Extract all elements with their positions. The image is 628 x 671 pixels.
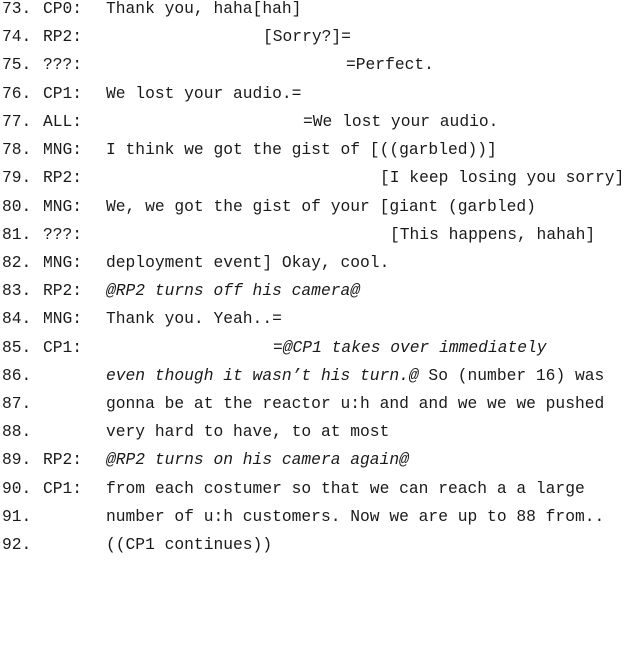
transcript-line: 73. CP0: Thank you, haha[hah] — [0, 0, 628, 23]
transcript-line: 88. very hard to have, to at most — [0, 418, 628, 446]
line-number: 85. — [2, 338, 32, 357]
speaker-label: ???: — [43, 55, 83, 74]
speaker-label: MNG: — [43, 309, 83, 328]
line-number: 80. — [2, 197, 32, 216]
transcript-line: 79. RP2: [I keep losing you sorry] — [0, 164, 628, 192]
utterance-text: So (number 16) was — [418, 366, 605, 385]
speaker-label: MNG: — [43, 140, 83, 159]
transcript-line: 81. ???: [This happens, hahah] — [0, 221, 628, 249]
transcript-line: 76. CP1: We lost your audio.= — [0, 80, 628, 108]
utterance: Thank you, haha[hah] — [106, 0, 301, 23]
utterance-text: number of u:h customers. Now we are up t… — [106, 507, 605, 526]
utterance-text: ((CP1 continues)) — [106, 535, 273, 554]
speaker-label: RP2: — [43, 27, 83, 46]
utterance: ((CP1 continues)) — [106, 531, 272, 559]
utterance: [I keep losing you sorry] — [380, 164, 624, 192]
utterance: =Perfect. — [346, 51, 434, 79]
speaker-label: ???: — [43, 225, 83, 244]
line-number: 86. — [2, 366, 32, 385]
utterance: We lost your audio.= — [106, 80, 301, 108]
utterance-text: =We lost your audio. — [303, 112, 499, 131]
transcript-line: 85. CP1: =@CP1 takes over immediately — [0, 334, 628, 362]
action-annotation: @RP2 turns off his camera@ — [106, 281, 361, 300]
speaker-label: ALL: — [43, 112, 83, 131]
utterance-text: [Sorry?]= — [263, 27, 351, 46]
utterance-text: from each costumer so that we can reach … — [106, 479, 585, 498]
transcript-line: 78. MNG: I think we got the gist of [((g… — [0, 136, 628, 164]
transcript-line: 92. ((CP1 continues)) — [0, 531, 628, 559]
line-number: 74. — [2, 27, 32, 46]
speaker-label: RP2: — [43, 168, 83, 187]
transcript-line: 80. MNG: We, we got the gist of your [gi… — [0, 193, 628, 221]
line-number: 89. — [2, 450, 32, 469]
utterance: from each costumer so that we can reach … — [106, 475, 585, 503]
transcript-line: 77. ALL: =We lost your audio. — [0, 108, 628, 136]
utterance: @RP2 turns off his camera@ — [106, 277, 360, 305]
line-number: 73. — [2, 0, 32, 18]
speaker-label: CP1: — [43, 84, 83, 103]
line-number: 77. — [2, 112, 32, 131]
utterance-text: Thank you, haha[hah] — [106, 0, 302, 18]
speaker-label: RP2: — [43, 281, 83, 300]
utterance: very hard to have, to at most — [106, 418, 389, 446]
line-number: 82. — [2, 253, 32, 272]
utterance-text: We, we got the gist of your [giant (garb… — [106, 197, 536, 216]
transcript-line: 74. RP2: [Sorry?]= — [0, 23, 628, 51]
speaker-label: CP0: — [43, 0, 83, 18]
action-annotation: even though it wasn’t his turn.@ — [106, 366, 419, 385]
utterance-text: [I keep losing you sorry] — [380, 168, 625, 187]
speaker-label: CP1: — [43, 338, 83, 357]
line-number: 79. — [2, 168, 32, 187]
utterance: Thank you. Yeah..= — [106, 305, 282, 333]
line-number: 92. — [2, 535, 32, 554]
line-number: 83. — [2, 281, 32, 300]
utterance: [Sorry?]= — [263, 23, 351, 51]
line-number: 84. — [2, 309, 32, 328]
speaker-label: RP2: — [43, 450, 83, 469]
line-number: 91. — [2, 507, 32, 526]
line-number: 90. — [2, 479, 32, 498]
utterance: gonna be at the reactor u:h and and we w… — [106, 390, 604, 418]
transcript-line: 86. even though it wasn’t his turn.@ So … — [0, 362, 628, 390]
utterance-text: =Perfect. — [346, 55, 434, 74]
utterance: I think we got the gist of [((garbled))] — [106, 136, 497, 164]
line-number: 78. — [2, 140, 32, 159]
transcript-line: 89. RP2: @RP2 turns on his camera again@ — [0, 446, 628, 474]
speaker-label: CP1: — [43, 479, 83, 498]
utterance-text: Thank you. Yeah..= — [106, 309, 282, 328]
speaker-label: MNG: — [43, 197, 83, 216]
line-number: 88. — [2, 422, 32, 441]
line-number: 81. — [2, 225, 32, 244]
utterance: @RP2 turns on his camera again@ — [106, 446, 409, 474]
utterance: =We lost your audio. — [303, 108, 498, 136]
utterance-text: We lost your audio.= — [106, 84, 302, 103]
line-number: 87. — [2, 394, 32, 413]
utterance: [This happens, hahah] — [390, 221, 595, 249]
action-annotation: @RP2 turns on his camera again@ — [106, 450, 409, 469]
transcript-line: 87. gonna be at the reactor u:h and and … — [0, 390, 628, 418]
speaker-label: MNG: — [43, 253, 83, 272]
transcript: 73. CP0: Thank you, haha[hah] 74. RP2: [… — [0, 0, 628, 559]
transcript-line: 91. number of u:h customers. Now we are … — [0, 503, 628, 531]
utterance-text: very hard to have, to at most — [106, 422, 390, 441]
utterance-text: [This happens, hahah] — [390, 225, 596, 244]
action-annotation: =@CP1 takes over immediately — [273, 338, 547, 357]
utterance-text: I think we got the gist of [((garbled))] — [106, 140, 497, 159]
utterance-text: deployment event] Okay, cool. — [106, 253, 390, 272]
line-number: 76. — [2, 84, 32, 103]
utterance-text: gonna be at the reactor u:h and and we w… — [106, 394, 605, 413]
utterance: deployment event] Okay, cool. — [106, 249, 389, 277]
utterance: number of u:h customers. Now we are up t… — [106, 503, 604, 531]
transcript-line: 83. RP2: @RP2 turns off his camera@ — [0, 277, 628, 305]
transcript-line: 82. MNG: deployment event] Okay, cool. — [0, 249, 628, 277]
utterance: =@CP1 takes over immediately — [273, 334, 547, 362]
transcript-line: 90. CP1: from each costumer so that we c… — [0, 475, 628, 503]
utterance: even though it wasn’t his turn.@ So (num… — [106, 362, 604, 390]
transcript-line: 84. MNG: Thank you. Yeah..= — [0, 305, 628, 333]
line-number: 75. — [2, 55, 32, 74]
transcript-line: 75. ???: =Perfect. — [0, 51, 628, 79]
utterance: We, we got the gist of your [giant (garb… — [106, 193, 536, 221]
